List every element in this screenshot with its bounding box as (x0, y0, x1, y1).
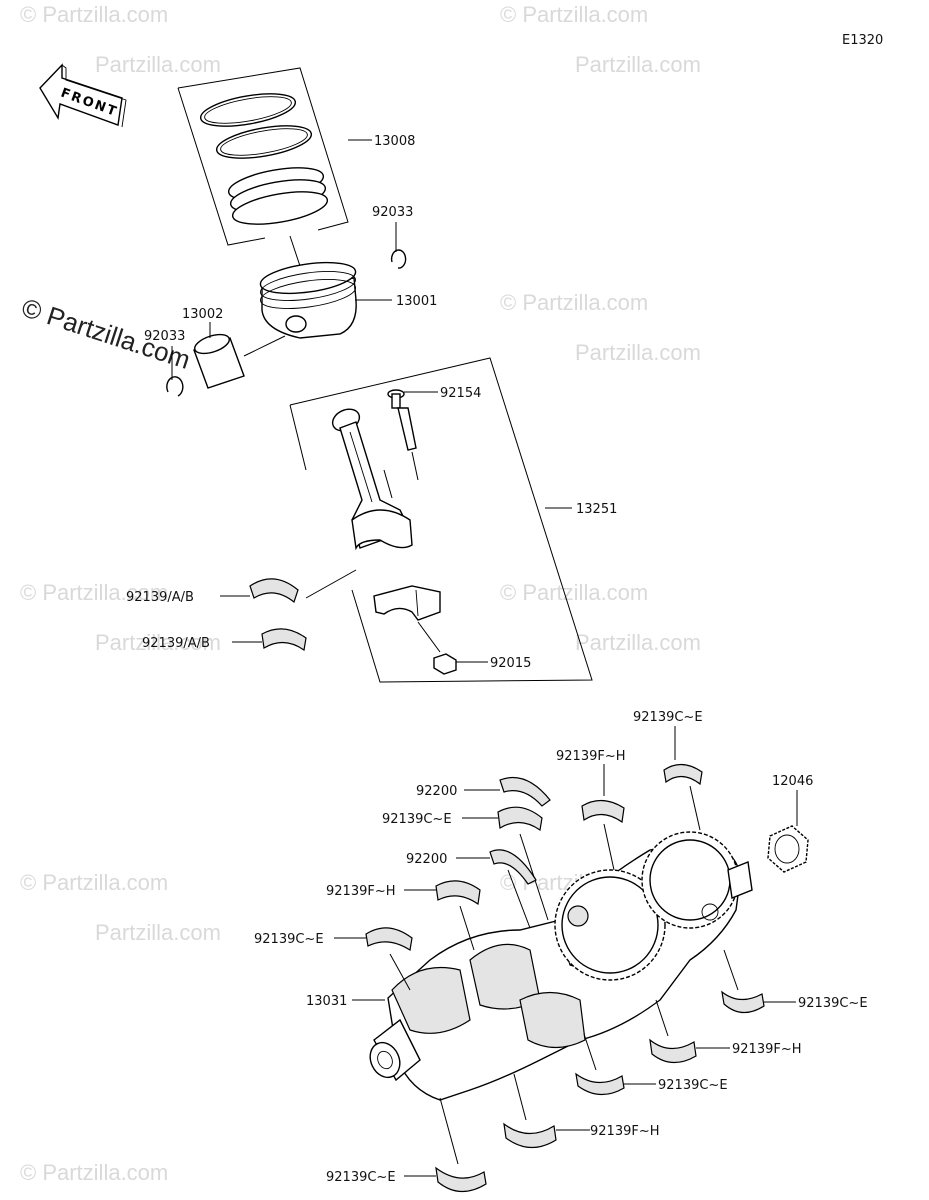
diagram-code: E1320 (842, 33, 883, 48)
callout-92154: 92154 (440, 386, 481, 401)
callout-92139ce-right: 92139C~E (798, 996, 868, 1011)
callout-92139ce-top: 92139C~E (633, 710, 703, 725)
watermark: © Partzilla.com (20, 2, 168, 27)
callout-92139ce-left2: 92139C~E (254, 932, 324, 947)
callout-92200-upper: 92200 (416, 784, 457, 799)
callout-13031: 13031 (306, 994, 347, 1009)
callout-92139ce-bottom2: 92139C~E (326, 1170, 396, 1185)
callout-92139fh-right1: 92139F~H (732, 1042, 802, 1057)
callout-13008: 13008 (374, 134, 415, 149)
callout-92200-lower: 92200 (406, 852, 447, 867)
crank-sprocket (767, 790, 809, 873)
watermark: Partzilla.com (95, 920, 221, 945)
callout-92033-upper: 92033 (372, 205, 413, 220)
callout-13001: 13001 (396, 294, 437, 309)
main-bearing-ce-bottom2 (404, 1097, 487, 1193)
circlip-upper (390, 222, 407, 269)
callout-92015: 92015 (490, 656, 531, 671)
connecting-rod (331, 408, 413, 551)
callout-92139fh-right2: 92139F~H (590, 1124, 660, 1139)
watermark: © Partzilla.com (500, 2, 648, 27)
watermark: Partzilla.com (575, 340, 701, 365)
connecting-rod-assembly (289, 357, 593, 683)
callout-92139ce-left1: 92139C~E (382, 812, 452, 827)
crankshaft (352, 831, 753, 1101)
callout-92033-lower: 92033 (144, 329, 185, 344)
callout-92139fh-left: 92139F~H (326, 884, 396, 899)
watermark: Partzilla.com (575, 52, 701, 77)
thrust-washer-lower (456, 849, 537, 929)
main-bearing-top (663, 726, 703, 831)
main-bearing-fh-right2 (503, 1073, 590, 1149)
watermark: Partzilla.com (575, 630, 701, 655)
watermark: Partzilla.com (95, 630, 221, 655)
main-bearing-ce-bottom1 (575, 1033, 656, 1096)
rod-bearing-upper (220, 569, 357, 604)
watermark: Partzilla.com (95, 52, 221, 77)
piston (259, 235, 392, 339)
main-bearing-ce-right (721, 949, 796, 1014)
thrust-washer-upper (464, 776, 551, 807)
con-rod-bolt (387, 389, 438, 481)
rod-bearing-lower (232, 628, 307, 652)
callout-12046: 12046 (772, 774, 813, 789)
main-bearing-fh-top (581, 764, 625, 871)
watermark: © Partzilla.com (500, 290, 648, 315)
callout-92139ce-bottom1: 92139C~E (658, 1078, 728, 1093)
callout-13002: 13002 (182, 307, 223, 322)
callout-92139ab-lower: 92139/A/B (142, 636, 210, 651)
watermark: © Partzilla.com (20, 580, 168, 605)
piston-ring-set (177, 67, 372, 246)
callout-92139ab-upper: 92139/A/B (126, 590, 194, 605)
piston-pin (193, 322, 286, 389)
watermark: © Partzilla.com (500, 580, 648, 605)
main-bearing-fh-left (404, 880, 481, 951)
watermark: © Partzilla.com (20, 870, 168, 895)
rod-nut (417, 621, 488, 675)
main-bearing-fh-right1 (649, 999, 730, 1064)
callout-92139fh-top: 92139F~H (556, 749, 626, 764)
watermark: © Partzilla.com (20, 1160, 168, 1185)
rod-cap (373, 585, 441, 621)
circlip-lower (166, 346, 184, 397)
main-bearing-ce-left2 (334, 927, 413, 991)
callout-13251: 13251 (576, 502, 617, 517)
